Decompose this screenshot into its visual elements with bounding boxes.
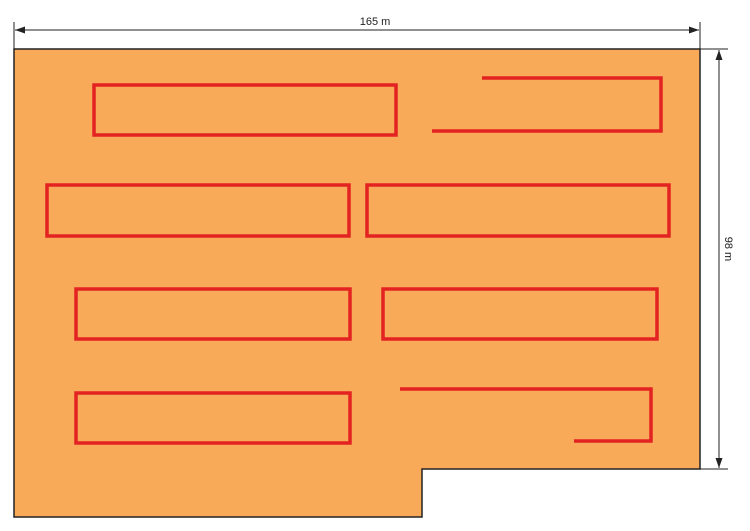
rack-8-open bbox=[400, 387, 653, 443]
rack-outlines bbox=[45, 76, 671, 445]
rack-4 bbox=[365, 183, 671, 238]
floor-area bbox=[13, 48, 701, 518]
rack-7 bbox=[74, 391, 352, 445]
rack-2-open bbox=[432, 76, 663, 133]
height-dimension: 98 m bbox=[700, 48, 734, 470]
rack-1 bbox=[92, 83, 398, 137]
rack-3 bbox=[45, 183, 351, 238]
height-label: 98 m bbox=[722, 237, 734, 261]
rack-6 bbox=[381, 287, 659, 341]
width-dimension: 165 m bbox=[13, 16, 701, 49]
rack-5 bbox=[74, 287, 352, 341]
width-label: 165 m bbox=[360, 16, 391, 28]
